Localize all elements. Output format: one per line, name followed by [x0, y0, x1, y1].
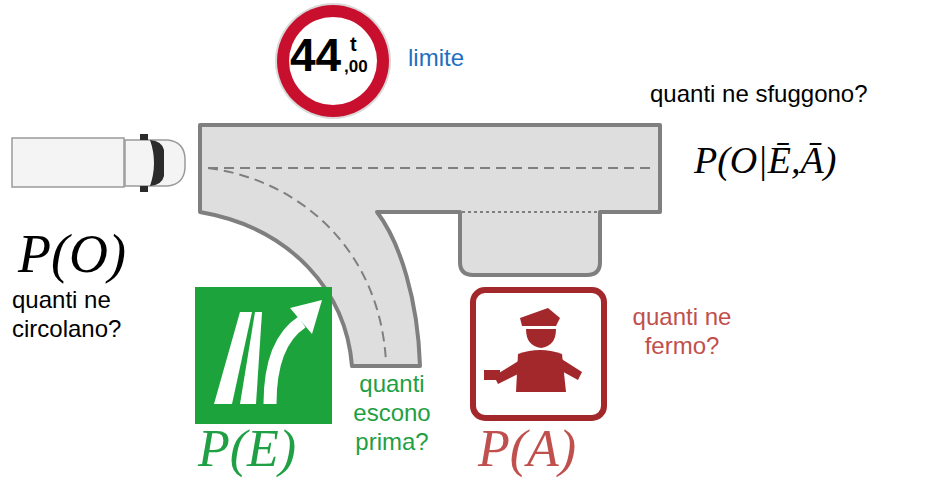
probability-formula: P(O|Ē,Ā) — [694, 138, 836, 184]
exit-sign — [195, 287, 332, 424]
question-text: quanti ne sfuggono? — [650, 80, 868, 109]
road-centerline — [208, 167, 652, 169]
sign-decimals: ,00 — [344, 58, 368, 75]
question-text: quanti escono prima? — [336, 370, 448, 456]
weight-limit-sign: 44 t ,00 — [274, 2, 392, 120]
probability-formula: P(E) — [198, 418, 296, 480]
question-text: quanti ne fermo? — [606, 303, 758, 361]
sign-label: limite — [408, 44, 464, 73]
probability-formula: P(O) — [18, 222, 126, 287]
sign-number: 44 — [290, 32, 341, 78]
sign-unit: t — [350, 34, 357, 54]
bay-line — [462, 211, 598, 213]
truck — [12, 134, 185, 192]
question-text: quanti ne circolano? — [12, 286, 162, 344]
police-sign — [473, 290, 604, 418]
probability-formula: P(A) — [478, 418, 576, 480]
